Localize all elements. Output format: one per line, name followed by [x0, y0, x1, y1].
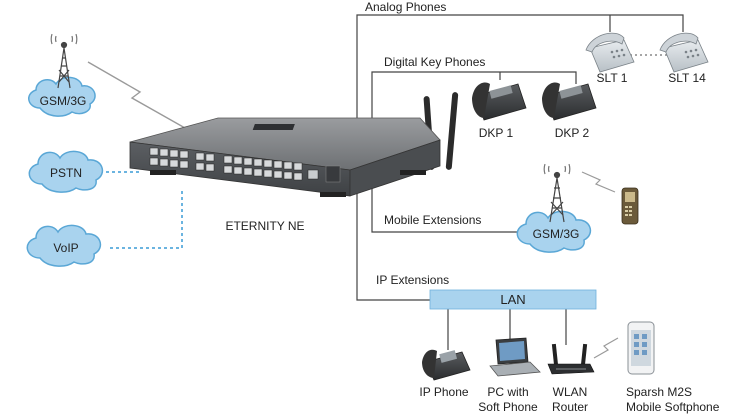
cloud-gsm-right: GSM/3G — [516, 210, 592, 253]
tower-right-icon — [543, 163, 571, 223]
wireless-link-sparsh — [593, 337, 619, 359]
sparsh-label-line2: Mobile Softphone — [626, 400, 720, 414]
sparsh-smartphone-icon — [627, 321, 655, 375]
wireless-link-left — [87, 61, 186, 129]
ip-extensions-label: IP Extensions — [376, 273, 449, 287]
device-ports — [149, 147, 341, 183]
dkp2-label: DKP 2 — [555, 126, 590, 140]
slt1-phone-icon — [585, 32, 635, 73]
wlan-router-icon — [547, 343, 595, 375]
ip-extensions-line — [356, 200, 432, 301]
cloud-pstn-label: PSTN — [50, 166, 82, 180]
lan-bar: LAN — [429, 289, 597, 310]
wireless-link-right — [581, 171, 616, 193]
digital-key-phones-label: Digital Key Phones — [384, 55, 485, 69]
slt14-phone-icon — [659, 32, 709, 73]
ip-phone-icon — [422, 349, 471, 381]
mobile-handset-icon — [621, 187, 639, 225]
eternity-ne-device — [129, 92, 459, 197]
sparsh-label-line1: Sparsh M2S — [626, 385, 692, 399]
analog-phones-line — [356, 14, 684, 200]
trunk-lines — [100, 171, 183, 249]
wlan-label-line1: WLAN — [553, 385, 588, 399]
slt1-label: SLT 1 — [597, 71, 628, 85]
wlan-label-line2: Router — [552, 400, 588, 414]
cloud-gsm-right-label: GSM/3G — [533, 227, 580, 241]
slt14-label: SLT 14 — [668, 71, 706, 85]
ip-phone-label: IP Phone — [419, 385, 468, 399]
mobile-extensions-line — [371, 200, 525, 233]
pc-label-line1: PC with — [487, 385, 528, 399]
device-name-label: ETERNITY NE — [225, 219, 304, 233]
cloud-voip-label: VoIP — [53, 241, 78, 255]
pc-label-line2: Soft Phone — [478, 400, 538, 414]
dkp1-label: DKP 1 — [479, 126, 514, 140]
dkp1-phone-icon — [472, 82, 527, 121]
lan-label: LAN — [500, 292, 525, 307]
tower-left-icon — [50, 33, 78, 89]
mobile-extensions-label: Mobile Extensions — [384, 213, 481, 227]
cloud-gsm-left-label: GSM/3G — [40, 94, 87, 108]
cloud-pstn: PSTN — [28, 150, 104, 193]
pc-laptop-icon — [489, 337, 541, 377]
analog-phones-label: Analog Phones — [365, 0, 446, 14]
cloud-gsm-left: GSM/3G — [28, 76, 96, 117]
cloud-voip: VoIP — [26, 224, 102, 267]
antenna-right — [445, 92, 459, 170]
dkp2-phone-icon — [542, 82, 597, 121]
